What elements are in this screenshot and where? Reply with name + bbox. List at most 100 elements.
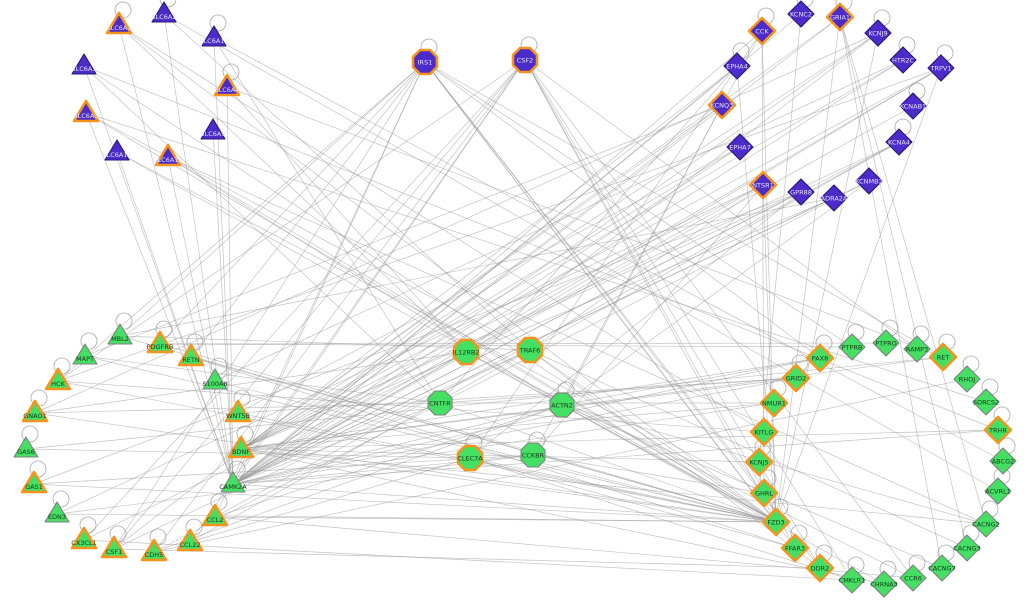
node-MBL2[interactable] bbox=[107, 323, 133, 345]
node-CCKBR[interactable] bbox=[520, 442, 546, 468]
edge bbox=[839, 16, 968, 549]
node-PTPRB[interactable] bbox=[838, 333, 866, 361]
node-SLC6A11[interactable] bbox=[104, 139, 130, 161]
node-GRID2[interactable] bbox=[781, 363, 811, 393]
node-HCK[interactable] bbox=[44, 367, 72, 391]
edge bbox=[424, 61, 821, 569]
edge bbox=[33, 483, 777, 523]
node-CSF1[interactable] bbox=[100, 535, 128, 559]
node-DDR2[interactable] bbox=[805, 553, 835, 583]
node-GAS1[interactable] bbox=[20, 470, 48, 494]
node-FZD3[interactable] bbox=[761, 507, 791, 537]
node-ADRA2A[interactable] bbox=[820, 184, 848, 212]
edge bbox=[34, 32, 879, 414]
node-RET[interactable] bbox=[928, 342, 958, 372]
node-BDNF[interactable] bbox=[227, 435, 255, 459]
node-KCNQ3[interactable] bbox=[707, 90, 737, 120]
node-KCNJ9[interactable] bbox=[864, 19, 892, 47]
node-RHOJ[interactable] bbox=[953, 365, 981, 393]
edge bbox=[775, 16, 841, 523]
node-NMUR1[interactable] bbox=[759, 388, 789, 418]
node-CLEC7A[interactable] bbox=[456, 444, 484, 472]
node-KCNAB1[interactable] bbox=[899, 92, 927, 120]
node-S100A8[interactable] bbox=[202, 368, 228, 390]
node-MAPT[interactable] bbox=[72, 343, 98, 365]
edge bbox=[214, 141, 900, 518]
node-CCK[interactable] bbox=[747, 16, 777, 46]
node-GNAO1[interactable] bbox=[21, 399, 49, 423]
node-CCR6[interactable] bbox=[899, 564, 927, 592]
node-GPR88[interactable] bbox=[787, 178, 815, 206]
edge bbox=[424, 61, 853, 348]
node-TRAF6[interactable] bbox=[516, 336, 544, 364]
node-GAS6[interactable] bbox=[13, 436, 39, 458]
node-TRPV1[interactable] bbox=[927, 54, 955, 82]
edge bbox=[561, 180, 870, 406]
edge-layer bbox=[25, 13, 1004, 585]
node-CCL2[interactable] bbox=[201, 503, 229, 527]
node-GHRL[interactable] bbox=[749, 478, 779, 508]
node-KCNA4[interactable] bbox=[885, 128, 913, 156]
node-CACNG7[interactable] bbox=[928, 554, 956, 582]
node-SLC6A1[interactable] bbox=[105, 11, 133, 35]
node-CACNG2[interactable] bbox=[972, 510, 1000, 538]
node-PAX8[interactable] bbox=[805, 343, 835, 373]
node-EPHA4[interactable] bbox=[723, 52, 751, 80]
node-SLC6A12[interactable] bbox=[201, 25, 227, 47]
node-SORCS2[interactable] bbox=[972, 388, 1000, 416]
edge bbox=[775, 67, 942, 523]
node-CCL22[interactable] bbox=[176, 528, 204, 552]
node-KCNC2[interactable] bbox=[787, 0, 815, 28]
node-GRIA1[interactable] bbox=[825, 2, 855, 32]
self-loop-edge bbox=[21, 425, 39, 443]
node-ACVRL1[interactable] bbox=[984, 477, 1012, 505]
node-SLC6A5[interactable] bbox=[72, 99, 100, 123]
node-SLC6A13[interactable] bbox=[154, 143, 182, 167]
node-IRS1[interactable] bbox=[411, 48, 439, 76]
node-EDN3[interactable] bbox=[44, 501, 70, 523]
edge bbox=[153, 378, 968, 553]
node-IL12RB2[interactable] bbox=[452, 338, 480, 366]
edge bbox=[153, 180, 870, 553]
self-loop-edge bbox=[52, 490, 70, 508]
node-SLC6A4[interactable] bbox=[213, 73, 241, 97]
edge bbox=[237, 377, 797, 414]
node-NTSR1[interactable] bbox=[748, 170, 778, 200]
edge bbox=[761, 30, 765, 494]
node-SLC6A9[interactable] bbox=[200, 118, 226, 140]
edge bbox=[232, 59, 904, 485]
node-SLC6A3[interactable] bbox=[71, 53, 97, 75]
node-EPHA7[interactable] bbox=[726, 133, 754, 161]
node-WNT5B[interactable] bbox=[224, 399, 252, 423]
edge bbox=[57, 59, 526, 382]
node-KITLG[interactable] bbox=[749, 417, 779, 447]
node-TRHR[interactable] bbox=[983, 415, 1013, 445]
node-PDGFRB[interactable] bbox=[146, 330, 174, 354]
node-CSF2[interactable] bbox=[511, 46, 539, 74]
node-CAMK2A[interactable] bbox=[220, 471, 246, 493]
node-HTR2C[interactable] bbox=[889, 46, 917, 74]
node-CX3CL1[interactable] bbox=[70, 526, 98, 550]
node-PTPRO[interactable] bbox=[872, 329, 900, 357]
edge bbox=[561, 357, 821, 406]
node-KCNJ5[interactable] bbox=[744, 447, 774, 477]
edge bbox=[524, 59, 853, 581]
node-ACTN2[interactable] bbox=[549, 392, 575, 418]
node-FFAR3[interactable] bbox=[780, 533, 810, 563]
edge bbox=[839, 16, 943, 569]
node-RAMP3[interactable] bbox=[903, 335, 931, 363]
node-CNTFR[interactable] bbox=[427, 390, 453, 416]
edge bbox=[113, 61, 426, 550]
node-ABCG2[interactable] bbox=[989, 447, 1017, 475]
edge bbox=[190, 356, 796, 549]
node-RETN[interactable] bbox=[177, 343, 205, 367]
node-CDH5[interactable] bbox=[140, 538, 168, 562]
edge bbox=[232, 67, 942, 485]
node-SLC6A2[interactable] bbox=[151, 1, 177, 23]
node-CMKLR1[interactable] bbox=[838, 566, 866, 594]
edge bbox=[465, 351, 914, 579]
node-CHRNA3[interactable] bbox=[870, 570, 898, 598]
node-CACNG3[interactable] bbox=[953, 534, 981, 562]
node-KCNMB2[interactable] bbox=[855, 167, 883, 195]
